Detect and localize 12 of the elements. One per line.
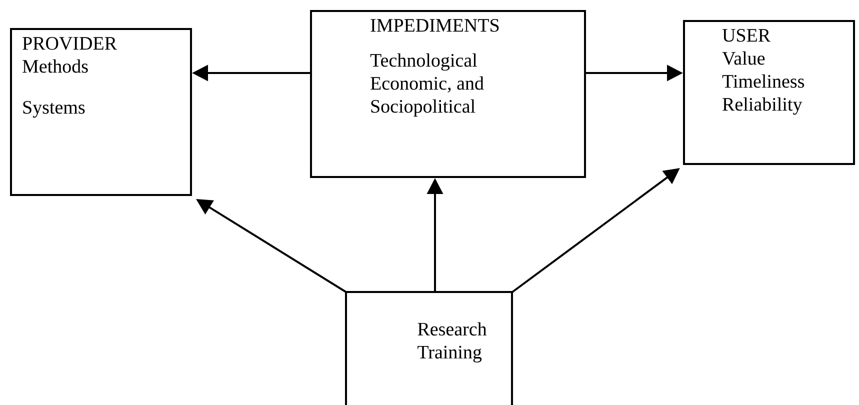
text-box [345,291,513,405]
body-text: Methods [22,59,88,73]
heading: USER [722,29,771,42]
body-text: Value Timeliness Reliability [722,51,804,115]
body-text: Systems [23,101,85,118]
body-text: Technological Economic, and Sociopolitical [370,53,484,117]
heading: PROVIDER [22,37,117,50]
heading: IMPEDIMENTS [370,19,499,32]
text-box [310,10,586,178]
text-box [683,20,855,165]
text-box [10,28,192,196]
body-text: Research Training [418,322,487,362]
